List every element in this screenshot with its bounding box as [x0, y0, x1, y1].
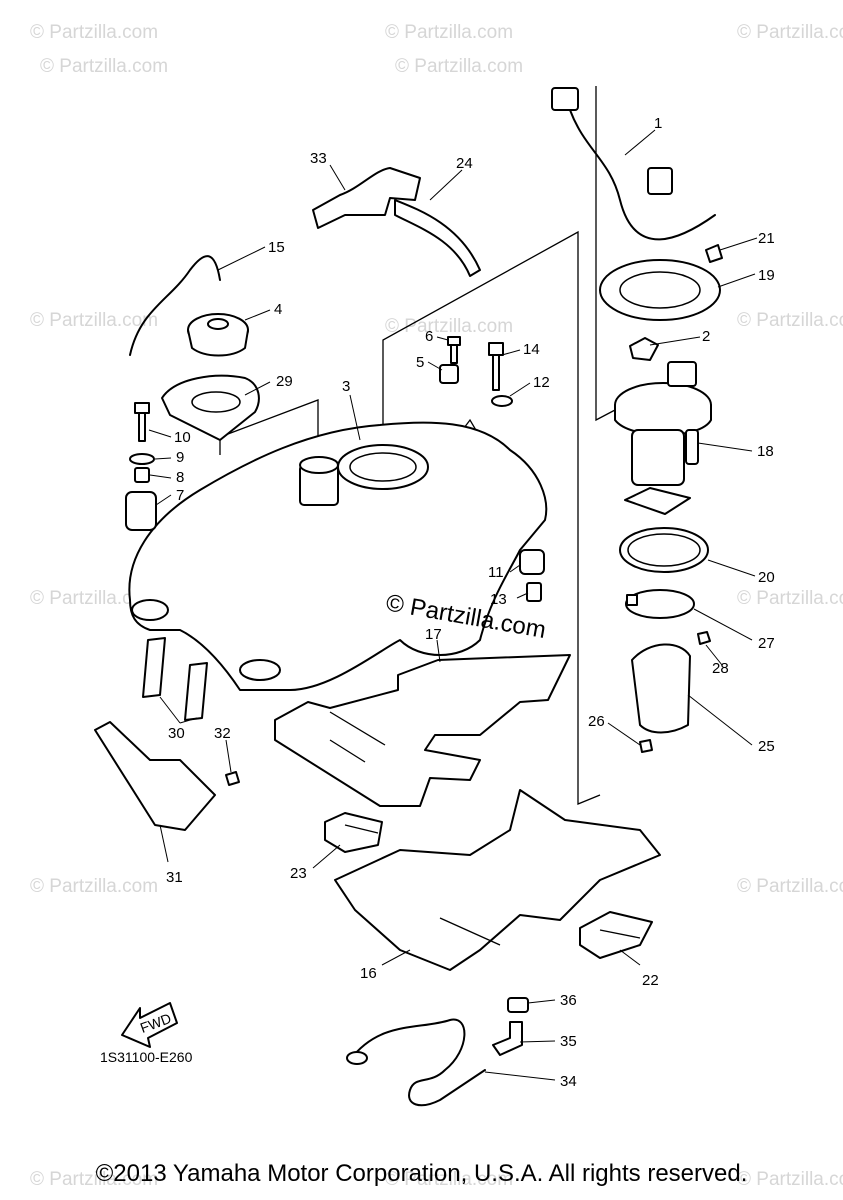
- callout-3: 3: [342, 378, 350, 395]
- bracket-part[interactable]: [334, 789, 661, 971]
- callout-8: 8: [176, 469, 184, 486]
- watermark: © Partzilla.com: [30, 22, 158, 43]
- damper-part[interactable]: [125, 491, 157, 531]
- callout-13: 13: [490, 591, 507, 608]
- forward-arrow-icon: FWD: [121, 1002, 178, 1048]
- fitting-part[interactable]: [492, 1021, 523, 1056]
- callout-23: 23: [290, 865, 307, 882]
- watermark: © Partzilla.com: [30, 1169, 158, 1190]
- callout-25: 25: [758, 738, 775, 755]
- hose-part[interactable]: [346, 1018, 486, 1107]
- grommet-part[interactable]: [507, 997, 529, 1013]
- callout-28: 28: [712, 660, 729, 677]
- damper-part[interactable]: [519, 549, 545, 575]
- screw-part[interactable]: [639, 739, 653, 753]
- watermark: © Partzilla.com: [40, 56, 168, 77]
- callout-34: 34: [560, 1073, 577, 1090]
- copyright-notice: ©2013 Yamaha Motor Corporation, U.S.A. A…: [95, 1160, 748, 1187]
- bolt-part[interactable]: [488, 342, 504, 391]
- hose-clamp-part[interactable]: [629, 337, 659, 361]
- callout-24: 24: [456, 155, 473, 172]
- screw-part[interactable]: [225, 771, 240, 786]
- callout-19: 19: [758, 267, 775, 284]
- watermark: © Partzilla.com: [385, 316, 513, 337]
- watermark: © Partzilla.com: [30, 876, 158, 897]
- callout-17: 17: [425, 626, 442, 643]
- callout-9: 9: [176, 449, 184, 466]
- heat-protector-sheet-part[interactable]: [274, 654, 571, 807]
- callout-32: 32: [214, 725, 231, 742]
- screw-part[interactable]: [697, 631, 711, 645]
- wire-harness-part[interactable]: [551, 87, 716, 241]
- callout-30: 30: [168, 725, 185, 742]
- watermark: © Partzilla.com: [395, 56, 523, 77]
- fuel-tank-part[interactable]: [128, 421, 548, 691]
- watermark: © Partzilla.com: [737, 22, 843, 43]
- watermark-grid: © Partzilla.com © Partzilla.com © Partzi…: [30, 22, 843, 1190]
- callout-4: 4: [274, 301, 282, 318]
- callout-27: 27: [758, 635, 775, 652]
- callout-6: 6: [425, 328, 433, 345]
- callout-12: 12: [533, 374, 550, 391]
- cap-gasket-part[interactable]: [161, 374, 260, 441]
- retainer-plate-part[interactable]: [599, 259, 721, 321]
- watermark: © Partzilla.com: [737, 876, 843, 897]
- watermark: © Partzilla.com: [385, 1169, 513, 1190]
- watermark: © Partzilla.com: [737, 1169, 843, 1190]
- collar-part[interactable]: [526, 582, 542, 602]
- collar-part[interactable]: [439, 364, 459, 384]
- breather-hose-part[interactable]: [312, 167, 481, 277]
- callout-29: 29: [276, 373, 293, 390]
- protector-part[interactable]: [631, 643, 691, 734]
- diagram-code: 1S31100-E260: [100, 1049, 193, 1065]
- callout-22: 22: [642, 972, 659, 989]
- bolt-part[interactable]: [134, 402, 150, 442]
- fuel-pump-part[interactable]: [614, 361, 712, 515]
- callout-10: 10: [174, 429, 191, 446]
- watermark: © Partzilla.com: [737, 588, 843, 609]
- callout-2: 2: [702, 328, 710, 345]
- collar-part[interactable]: [134, 467, 150, 483]
- callout-labels: 1 2 3 4 5 6 7 8 9 10 11 12 13 14 15 16 1…: [166, 115, 775, 1090]
- callout-20: 20: [758, 569, 775, 586]
- callout-16: 16: [360, 965, 377, 982]
- screw-part[interactable]: [447, 336, 461, 364]
- callout-5: 5: [416, 354, 424, 371]
- watermark: © Partzilla.com: [30, 310, 158, 331]
- callout-7: 7: [176, 487, 184, 504]
- callout-11: 11: [488, 564, 504, 581]
- rectifier-part[interactable]: [324, 812, 383, 853]
- watermark: © Partzilla.com: [385, 22, 513, 43]
- watermark: © Partzilla.com: [737, 310, 843, 331]
- callout-21: 21: [758, 230, 775, 247]
- fuel-cap-part[interactable]: [187, 313, 249, 357]
- leader-lines: [148, 129, 758, 1081]
- callout-14: 14: [523, 341, 540, 358]
- callout-35: 35: [560, 1033, 577, 1050]
- callout-33: 33: [310, 150, 327, 167]
- watermark: © Partzilla.com: [30, 588, 158, 609]
- band-clamp-part[interactable]: [625, 589, 695, 619]
- cover-plate-part[interactable]: [94, 721, 216, 831]
- washer-part[interactable]: [491, 395, 513, 407]
- callout-1: 1: [654, 115, 662, 132]
- cap-nut-part[interactable]: [705, 244, 723, 263]
- callout-18: 18: [757, 443, 774, 460]
- callout-15: 15: [268, 239, 285, 256]
- washer-part[interactable]: [129, 453, 155, 465]
- damper-strip-part[interactable]: [142, 637, 208, 721]
- callout-36: 36: [560, 992, 577, 1009]
- relay-part[interactable]: [579, 911, 653, 959]
- callout-31: 31: [166, 869, 183, 886]
- o-ring-part[interactable]: [619, 527, 709, 573]
- callout-26: 26: [588, 713, 605, 730]
- vent-hose-part[interactable]: [129, 255, 221, 356]
